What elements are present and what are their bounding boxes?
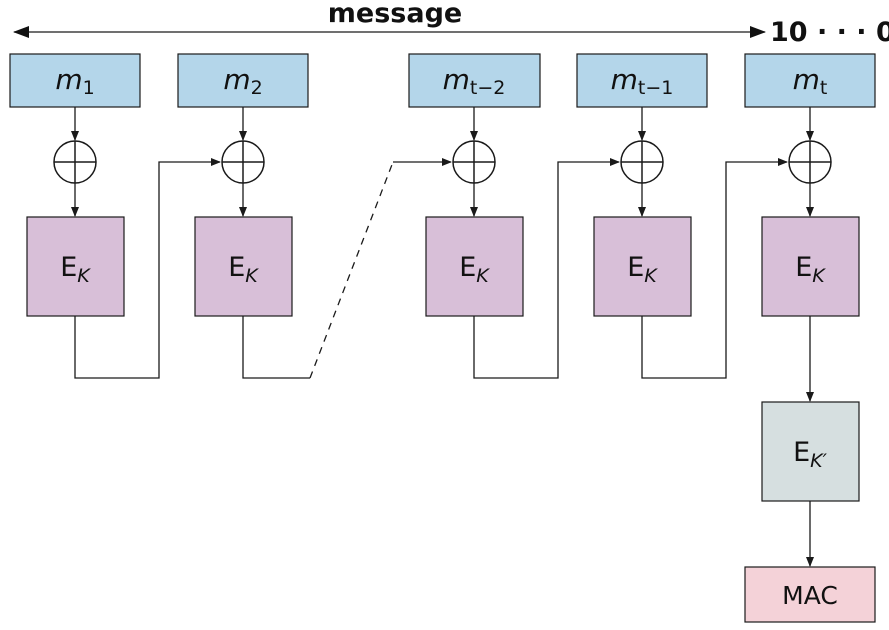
chain-wire-1-to-2 — [74, 158, 221, 379]
mac-label: MAC — [782, 581, 838, 610]
chain-wire-ellipsis — [309, 161, 394, 379]
svg-text:EK: EK — [795, 252, 826, 287]
encrypt-block-1: EK — [26, 216, 125, 317]
message-block-1: m1 — [9, 53, 141, 108]
svg-text:EK′: EK′ — [793, 437, 828, 472]
svg-text:EK: EK — [228, 252, 259, 287]
final-encrypt-block: EK′ — [761, 401, 860, 502]
message-label: message — [328, 0, 462, 29]
message-block-t-1: mt−1 — [576, 53, 708, 108]
xor-icon — [620, 140, 664, 184]
mac-output-block: MAC — [744, 566, 876, 623]
chain-wire-t1-to-t — [641, 158, 788, 379]
svg-text:EK: EK — [627, 252, 658, 287]
chain-wire-t2-to-t1 — [473, 158, 620, 379]
xor-icon — [452, 140, 496, 184]
svg-text:EK: EK — [60, 252, 91, 287]
xor-icon — [788, 140, 832, 184]
encrypt-block-t-1: EK — [593, 216, 692, 317]
message-block-t-2: mt−2 — [408, 53, 541, 108]
encrypt-block-t-2: EK — [425, 216, 524, 317]
encrypt-block-2: EK — [194, 216, 293, 317]
svg-text:EK: EK — [459, 252, 490, 287]
xor-icon — [221, 140, 265, 184]
xor-icon — [53, 140, 97, 184]
svg-text:m1: m1 — [55, 63, 94, 99]
message-block-2: m2 — [177, 53, 309, 108]
padding-label: 10 · · · 0 — [770, 17, 889, 48]
encrypt-block-t: EK — [761, 216, 860, 317]
svg-text:mt−2: mt−2 — [443, 63, 506, 99]
message-block-t: mt — [744, 53, 876, 108]
svg-text:m2: m2 — [223, 63, 262, 99]
chain-wire-2-out — [242, 316, 310, 379]
svg-text:mt−1: mt−1 — [611, 63, 674, 99]
svg-text:mt: mt — [793, 63, 828, 99]
